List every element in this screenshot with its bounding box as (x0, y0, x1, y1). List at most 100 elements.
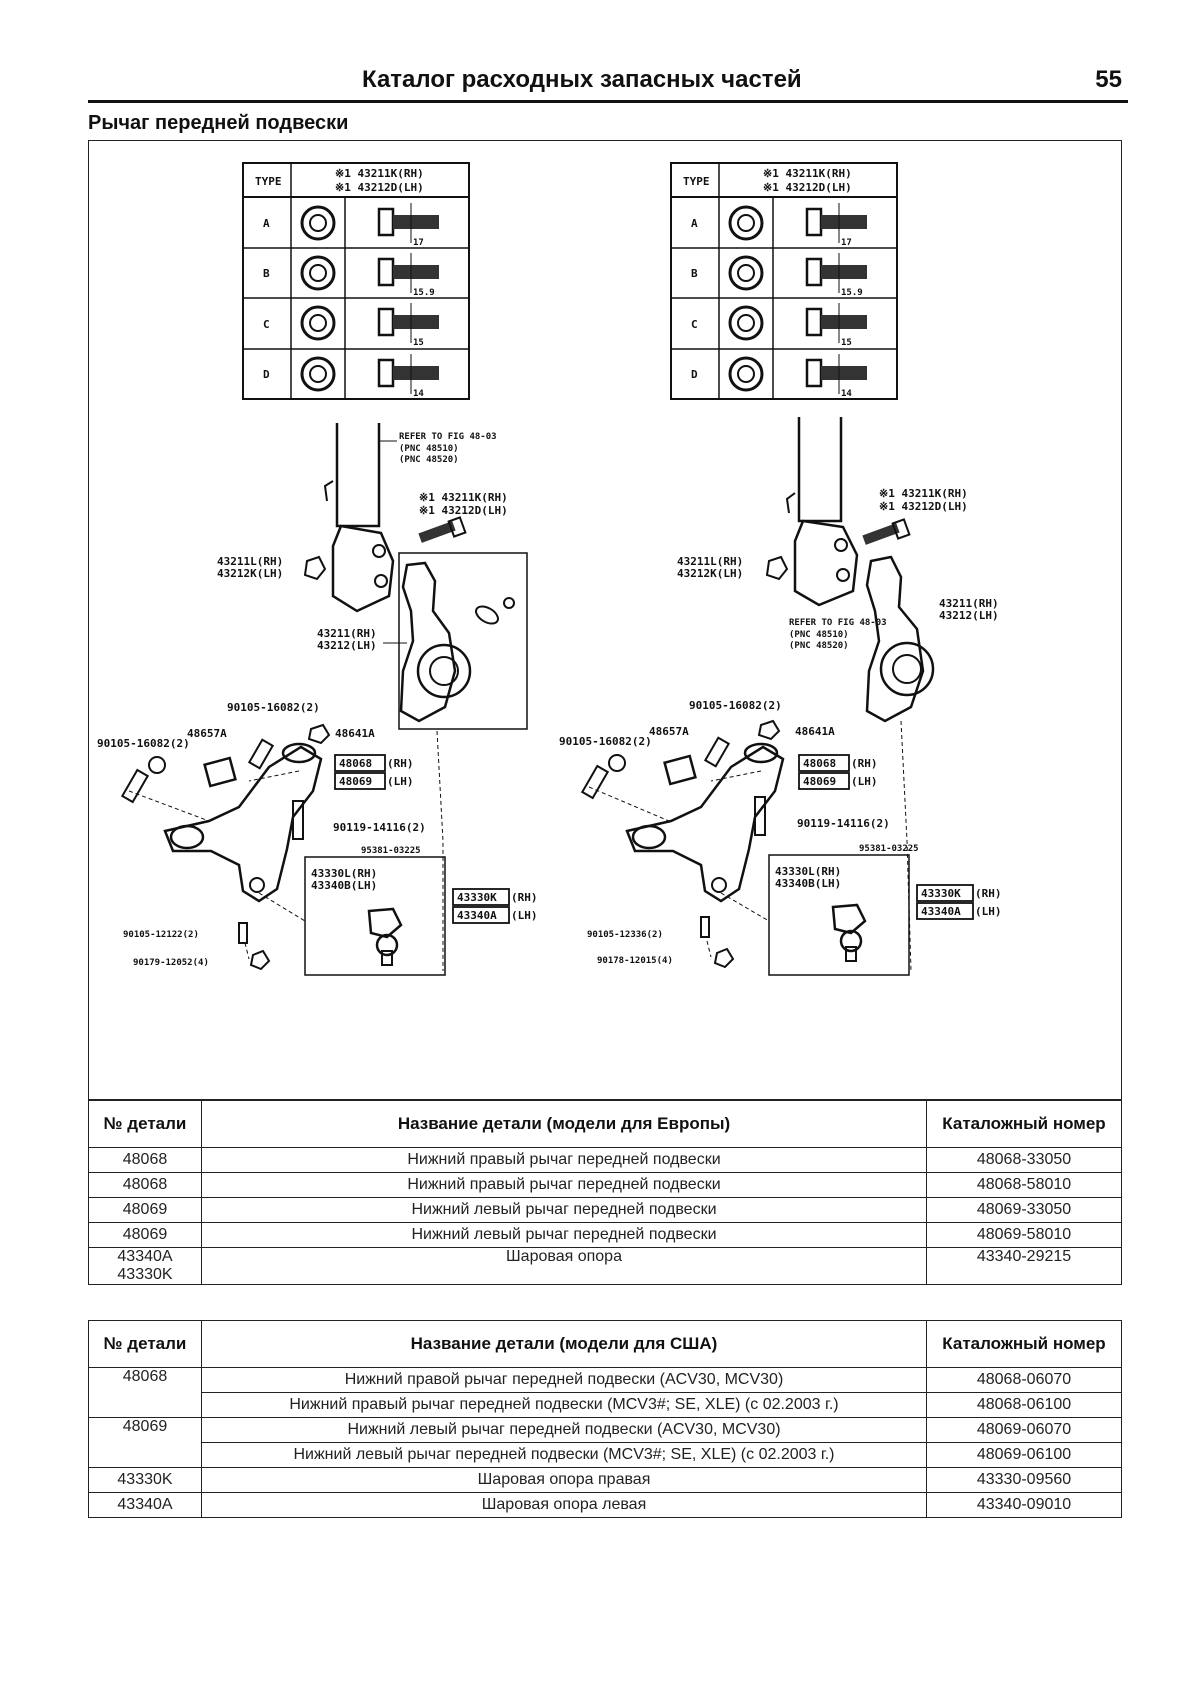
washer-c-icon (300, 305, 336, 341)
svg-text:C: C (263, 318, 270, 331)
exploded-view-drawing: TYPE ※1 43211K(RH) ※1 43212D(LH) A B C D… (97, 162, 1002, 976)
strut-right-icon (785, 417, 859, 607)
col-part-no: № детали (88, 1100, 202, 1148)
svg-text:※1 43211K(RH): ※1 43211K(RH) (763, 167, 852, 180)
cam-bolt-c-icon (377, 303, 439, 343)
svg-text:48641A: 48641A (335, 727, 375, 740)
cam-bolt-d-icon (805, 354, 867, 394)
table-row: 48068 Нижний правый рычаг передней подве… (88, 1147, 1122, 1173)
svg-text:※1 43211K(RH): ※1 43211K(RH) (419, 491, 508, 504)
svg-text:48657A: 48657A (187, 727, 227, 740)
washer-b-icon (300, 255, 336, 291)
svg-text:15.9: 15.9 (841, 288, 863, 298)
svg-text:90105-16082(2): 90105-16082(2) (97, 737, 190, 750)
bolt-90105-12122-icon (238, 922, 248, 944)
page-header: Каталог расходных запасных частей 55 (88, 62, 1128, 103)
nut-90178-icon (713, 947, 735, 969)
svg-text:D: D (691, 368, 698, 381)
svg-text:(PNC 48510): (PNC 48510) (399, 444, 459, 454)
svg-text:90119-14116(2): 90119-14116(2) (333, 821, 426, 834)
bushing-48657a-icon (663, 754, 697, 786)
svg-text:(RH): (RH) (511, 891, 538, 904)
page-number: 55 (1095, 66, 1122, 93)
svg-text:17: 17 (841, 238, 852, 248)
nut-48641a-icon (757, 719, 781, 741)
svg-text:※1 43212D(LH): ※1 43212D(LH) (419, 504, 508, 517)
col-part-no: № детали (88, 1320, 202, 1368)
strut-left-icon (323, 423, 395, 613)
svg-text:※1 43212D(LH): ※1 43212D(LH) (335, 181, 424, 194)
table-row: Нижний правый рычаг передней подвески (M… (89, 1392, 1122, 1418)
knuckle-right-icon (865, 555, 935, 723)
section-title: Рычаг передней подвески (88, 112, 349, 134)
svg-text:(PNC 48510): (PNC 48510) (789, 630, 849, 640)
nut-48641a-icon (307, 723, 331, 745)
svg-text:TYPE: TYPE (683, 175, 710, 188)
svg-text:43330L(RH): 43330L(RH) (775, 865, 841, 878)
cam-bolt-d-icon (377, 354, 439, 394)
bushing-48657a-icon (203, 756, 237, 788)
table-row: 43330K Шаровая опора правая 43330-09560 (88, 1467, 1122, 1493)
svg-text:48069: 48069 (339, 775, 372, 788)
svg-text:※1 43211K(RH): ※1 43211K(RH) (879, 487, 968, 500)
svg-text:(LH): (LH) (387, 775, 414, 788)
svg-text:43211(RH): 43211(RH) (317, 627, 377, 640)
table-row: 48069 Нижний левый рычаг передней подвес… (88, 1222, 1122, 1248)
bolt-right-icon (580, 736, 731, 800)
washer-c-icon (728, 305, 764, 341)
svg-text:43211L(RH): 43211L(RH) (217, 555, 283, 568)
svg-text:14: 14 (413, 389, 424, 399)
col-catalog-no: Каталожный номер (926, 1100, 1122, 1148)
col-part-name: Название детали (модели для США) (201, 1320, 927, 1368)
bolt-90119-icon (754, 796, 766, 836)
svg-text:※1 43212D(LH): ※1 43212D(LH) (879, 500, 968, 513)
svg-text:B: B (691, 267, 698, 280)
svg-text:17: 17 (413, 238, 424, 248)
parts-diagram: TYPE ※1 43211K(RH) ※1 43212D(LH) A B C D… (88, 140, 1122, 1100)
ball-joint-left-icon (367, 907, 403, 966)
svg-text:48069: 48069 (803, 775, 836, 788)
washer-a-icon (300, 205, 336, 241)
cam-bolt-a-icon (805, 203, 867, 243)
camber-bolt-left-icon (418, 516, 467, 543)
svg-text:(LH): (LH) (975, 905, 1002, 918)
nut-left-icon (303, 555, 327, 581)
knuckle-left-icon (399, 561, 515, 723)
svg-text:48641A: 48641A (795, 725, 835, 738)
svg-text:C: C (691, 318, 698, 331)
svg-text:90105-16082(2): 90105-16082(2) (559, 735, 652, 748)
svg-text:43212(LH): 43212(LH) (317, 639, 377, 652)
washer-b-icon (728, 255, 764, 291)
col-catalog-no: Каталожный номер (926, 1320, 1122, 1368)
cam-bolt-c-icon (805, 303, 867, 343)
svg-text:43330L(RH): 43330L(RH) (311, 867, 377, 880)
nut-right-icon (765, 555, 789, 581)
washer-d-icon (300, 356, 336, 392)
svg-text:(RH): (RH) (851, 757, 878, 770)
svg-text:15: 15 (413, 338, 424, 348)
table-row: 48069 Нижний левый рычаг передней подвес… (88, 1197, 1122, 1223)
lower-arm-left-icon (163, 742, 323, 903)
left-assembly: REFER TO FIG 48-03 (PNC 48510) (PNC 4852… (97, 423, 538, 976)
svg-text:43340A: 43340A (457, 909, 497, 922)
cam-bolt-a-icon (377, 203, 439, 243)
svg-text:90179-12052(4): 90179-12052(4) (133, 958, 209, 968)
svg-text:A: A (691, 217, 698, 230)
table-row: 48069 Нижний левый рычаг передней подвес… (88, 1417, 1122, 1468)
svg-text:90105-12122(2): 90105-12122(2) (123, 930, 199, 940)
svg-text:43340A: 43340A (921, 905, 961, 918)
svg-text:90119-14116(2): 90119-14116(2) (797, 817, 890, 830)
svg-text:48068: 48068 (339, 757, 372, 770)
svg-text:90178-12015(4): 90178-12015(4) (597, 956, 673, 966)
svg-text:90105-16082(2): 90105-16082(2) (689, 699, 782, 712)
cam-bolt-b-icon (377, 253, 439, 293)
svg-text:43212(LH): 43212(LH) (939, 609, 999, 622)
svg-text:D: D (263, 368, 270, 381)
svg-text:43211L(RH): 43211L(RH) (677, 555, 743, 568)
svg-text:B: B (263, 267, 270, 280)
svg-text:43340B(LH): 43340B(LH) (311, 879, 377, 892)
svg-text:(LH): (LH) (851, 775, 878, 788)
table-row: 48068 Нижний правой рычаг передней подве… (88, 1367, 1122, 1418)
page-title: Каталог расходных запасных частей (362, 66, 802, 93)
svg-text:15: 15 (841, 338, 852, 348)
